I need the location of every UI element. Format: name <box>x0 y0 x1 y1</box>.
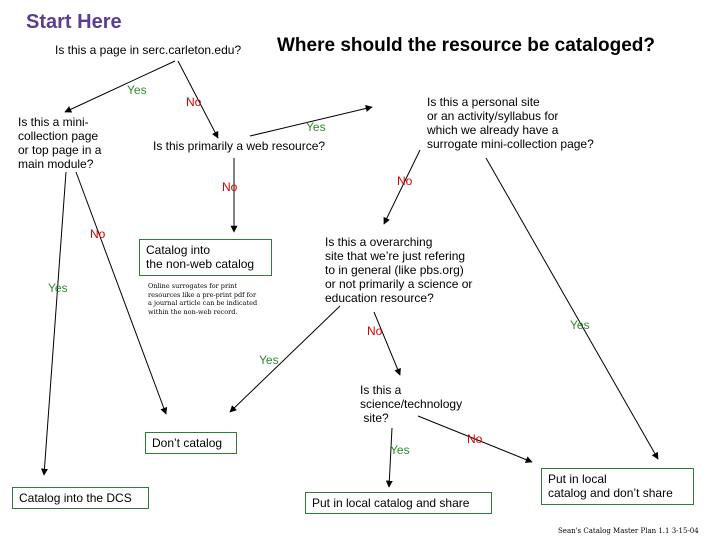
question-serc: Is this a page in serc.carleton.edu? <box>55 43 242 57</box>
arrow-mini-to-dont <box>75 171 168 415</box>
arrow-serc-to-mini <box>64 60 176 113</box>
label-yes-mini: Yes <box>48 281 68 295</box>
footer-version: Sean's Catalog Master Plan 1.1 3-15-04 <box>558 527 699 535</box>
box-local-catalog-no-share: Put in local catalog and don’t share <box>541 468 694 505</box>
label-no-overarching: No <box>367 324 383 338</box>
arrow-serc-to-web <box>177 60 219 139</box>
arrow-scitech-to-share <box>385 427 393 488</box>
label-no-serc: No <box>186 95 202 109</box>
note-online-surrogates: Online surrogates for print resources li… <box>148 282 258 316</box>
label-yes-overarching: Yes <box>259 353 279 367</box>
box-dont-catalog: Don’t catalog <box>145 432 237 454</box>
question-overarching-site: Is this a overarching site that we’re ju… <box>325 235 473 305</box>
label-yes-web: Yes <box>306 120 326 134</box>
box-non-web-catalog: Catalog into the non-web catalog <box>139 239 272 276</box>
label-no-personal: No <box>397 174 413 188</box>
arrow-personal-to-noshare <box>485 157 659 460</box>
label-no-web: No <box>222 180 238 194</box>
box-catalog-dcs: Catalog into the DCS <box>12 487 149 509</box>
label-no-mini: No <box>90 227 106 241</box>
question-science-technology: Is this a science/technology site? <box>360 383 463 425</box>
question-mini-collection: Is this a mini- collection page or top p… <box>18 115 102 171</box>
label-no-scitech: No <box>467 432 483 446</box>
box-local-catalog-share: Put in local catalog and share <box>305 492 492 514</box>
arrow-web-to-personal <box>249 105 373 137</box>
question-web-resource: Is this primarily a web resource? <box>153 139 326 153</box>
question-personal-site: Is this a personal site or an activity/s… <box>427 95 594 151</box>
arrow-scitech-to-noshare <box>417 415 533 463</box>
diagram-title: Where should the resource be cataloged? <box>277 35 655 56</box>
start-here-label: Start Here <box>26 11 122 33</box>
arrow-personal-to-overarching <box>383 149 421 225</box>
label-yes-scitech: Yes <box>390 443 410 457</box>
arrow-overarching-to-scitech <box>373 311 401 376</box>
arrow-mini-to-dcs <box>40 171 67 476</box>
label-yes-serc: Yes <box>127 83 147 97</box>
arrow-overarching-to-dont <box>229 305 341 413</box>
label-yes-personal: Yes <box>570 318 590 332</box>
